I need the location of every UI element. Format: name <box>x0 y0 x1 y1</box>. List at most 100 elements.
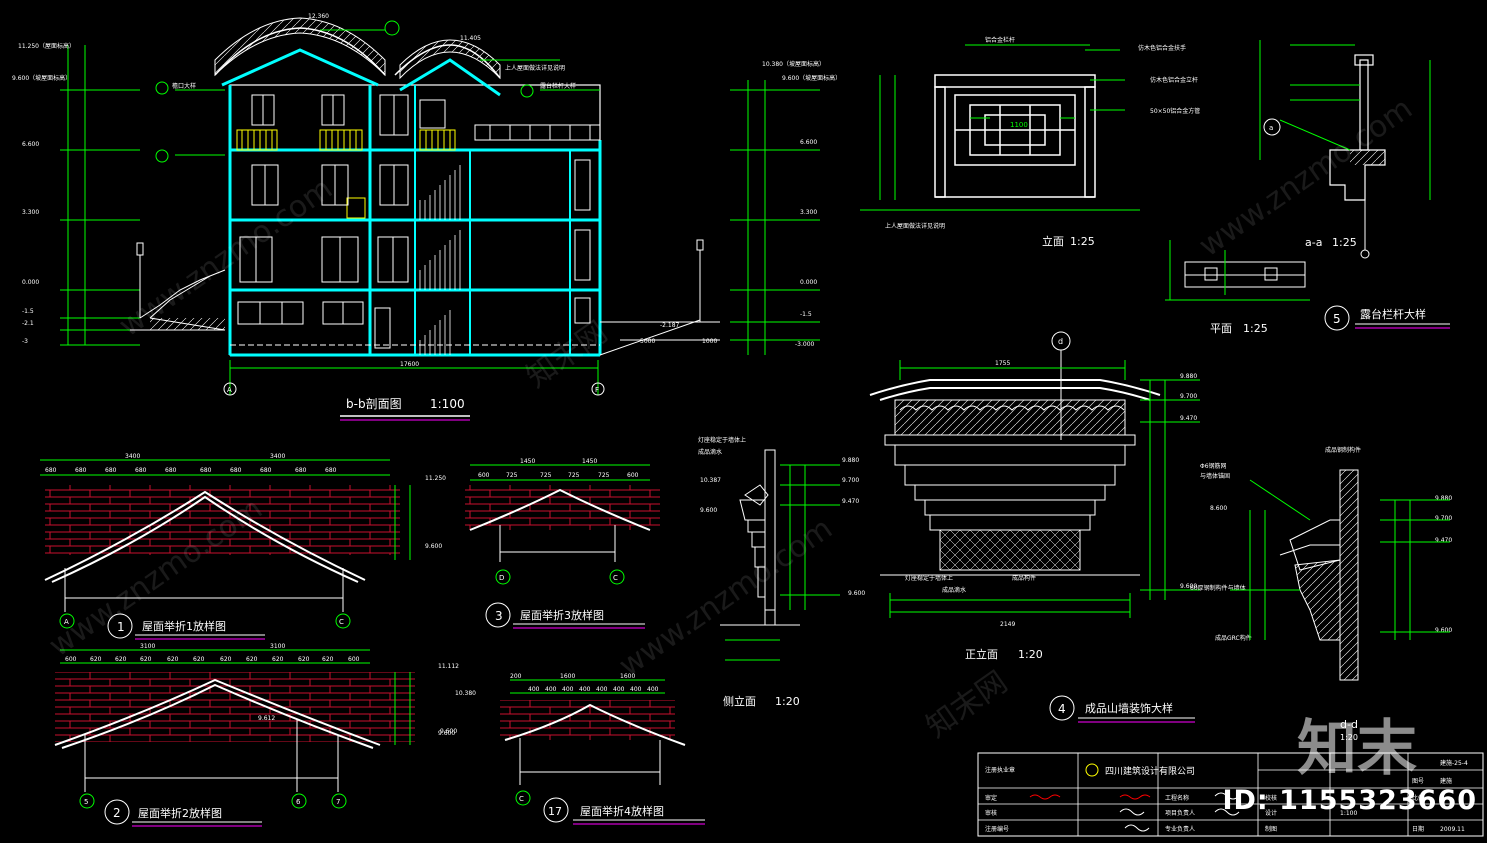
tb-project: 工程名称 <box>1165 794 1189 802</box>
railing-note-2: 仿木色铝合金扶手 <box>1138 44 1186 52</box>
roof3-dim: 725 <box>506 472 518 479</box>
bottom-dim-1: 5000 <box>640 338 655 345</box>
roof2-dim: 620 <box>90 656 102 663</box>
roof1-dim: 680 <box>260 467 272 474</box>
roof3-axis-c: C <box>613 574 618 582</box>
roof4-dim: 400 <box>630 686 642 693</box>
roof3-dim: 600 <box>627 472 639 479</box>
gable-number: 4 <box>1058 702 1066 716</box>
roof4-axis-c: C <box>519 795 524 803</box>
roof1-dim: 680 <box>200 467 212 474</box>
railing-marker: a <box>1269 124 1273 132</box>
gsec-level-2: 9.700 <box>1435 515 1452 522</box>
roof3-level-top: 10.387 <box>700 477 721 484</box>
gable-level-4: 9.600 <box>1180 583 1197 590</box>
roof4-dim: 400 <box>545 686 557 693</box>
railing-elev-title: 立面 <box>1042 234 1064 248</box>
note-roof: 上人屋面做法详见说明 <box>505 64 565 72</box>
roof2-dim: 620 <box>272 656 284 663</box>
side-elev-scale: 1:20 <box>775 695 800 708</box>
gable-dim-bottom: 2149 <box>1000 621 1015 628</box>
roof4-total-right: 1600 <box>620 673 635 680</box>
tb-regno: 注册编号 <box>985 825 1009 833</box>
company-name: 四川建筑设计有限公司 <box>1105 765 1195 777</box>
note-eave: 檐口大样 <box>172 82 196 90</box>
note-balcony: 露台栏杆大样 <box>540 82 576 90</box>
roof4-dim: 200 <box>510 673 522 680</box>
roof3-title: 屋面举折3放样图 <box>520 608 604 622</box>
side-elevation: 灯座稳定于墙体上 成品滴水 9.880 9.700 9.470 9.600 侧立… <box>698 436 865 708</box>
roof3-dim: 600 <box>478 472 490 479</box>
tb-lead: 专业负责人 <box>1165 825 1195 833</box>
roof1-dim: 680 <box>325 467 337 474</box>
level-right-6: -1.5 <box>800 311 812 318</box>
gable-title: 成品山墙装饰大样 <box>1085 701 1173 715</box>
level-left-8: -3 <box>22 338 28 345</box>
section-bb-title: b-b剖面图 <box>346 397 402 411</box>
side-note-1: 灯座稳定于墙体上 <box>698 436 746 444</box>
roof2-level-1: 11.112 <box>438 663 459 670</box>
roof2-level-3: 9.600 <box>438 730 455 737</box>
roof1-axis-c: C <box>339 618 344 626</box>
gable-note-1: 灯座稳定于墙体上 <box>905 574 953 582</box>
level-right-4: 3.300 <box>800 209 817 216</box>
roof1-total-left: 3400 <box>125 453 140 460</box>
roof4-dim: 400 <box>647 686 659 693</box>
roof3-dim: 725 <box>598 472 610 479</box>
roof4-dim: 400 <box>562 686 574 693</box>
roof4-title: 屋面举折4放样图 <box>580 804 664 818</box>
roof1-dim: 680 <box>230 467 242 474</box>
roof1-dim: 680 <box>295 467 307 474</box>
roof2-dim: 620 <box>298 656 310 663</box>
gsec-note-1: 成品钢制构件 <box>1325 446 1361 454</box>
tb-stamp: 注册执业章 <box>985 766 1015 774</box>
id-label: ID: 1155323660 <box>1222 785 1477 816</box>
roof2-dim: 620 <box>193 656 205 663</box>
roof1-total-right: 3400 <box>270 453 285 460</box>
level-left-7: -2.1 <box>22 320 34 327</box>
roof3-dim: 725 <box>540 472 552 479</box>
roof4-total-left: 1600 <box>560 673 575 680</box>
roof1-dim: 680 <box>135 467 147 474</box>
tb-scale-val: 1:100 <box>1340 810 1357 817</box>
roof-profile-3: 1450 1450 600 725 725 725 725 600 10.387… <box>465 458 721 629</box>
roof4-level-bottom: 9.600 <box>440 728 457 735</box>
railing-title: 露台栏杆大样 <box>1360 307 1426 321</box>
roof1-title: 屋面举折1放样图 <box>142 619 226 633</box>
gsec-scale: 1:20 <box>1340 733 1358 742</box>
roof2-dim: 620 <box>246 656 258 663</box>
railing-elev-scale: 1:25 <box>1070 235 1095 248</box>
bottom-dim-2: 1000 <box>702 338 717 345</box>
section-bb: 11.250（屋面标高） 9.600（坡屋面标高） 6.600 3.300 0.… <box>12 13 841 421</box>
roof1-dim: 680 <box>105 467 117 474</box>
roof1-dim: 680 <box>75 467 87 474</box>
roof2-axis-5: 5 <box>84 798 88 806</box>
gable-front-title: 正立面 <box>965 647 998 661</box>
tb-no-label: 图号 <box>1412 778 1424 785</box>
roof4-dim: 400 <box>596 686 608 693</box>
roof2-total-right: 3100 <box>270 643 285 650</box>
gable-front-scale: 1:20 <box>1018 648 1043 661</box>
gable-note-3: 成品构件 <box>1012 574 1036 582</box>
railing-elevation: 1100 铝合金栏杆 仿木色铝合金扶手 仿木色铝合金立杆 50×50铝合金方管 … <box>860 36 1200 248</box>
roof2-dim: 620 <box>220 656 232 663</box>
side-level-2: 9.700 <box>842 477 859 484</box>
axis-a-label: A <box>227 386 232 394</box>
roof2-dim: 600 <box>65 656 77 663</box>
roof4-level-top: 10.380 <box>455 690 476 697</box>
railing-note-3: 仿木色铝合金立杆 <box>1150 76 1198 84</box>
railing-note-5: 上人屋面做法详见说明 <box>885 222 945 230</box>
gsec-level-5: 8.600 <box>1210 505 1227 512</box>
roof1-dim: 680 <box>45 467 57 474</box>
roof2-dim: 620 <box>115 656 127 663</box>
roof1-dim: 680 <box>165 467 177 474</box>
roof2-number: 2 <box>113 806 121 820</box>
tb-approve: 审定 <box>985 794 997 802</box>
tb-review: 审核 <box>985 809 997 817</box>
gable-dim-top: 1755 <box>995 360 1010 367</box>
level-right-2: 9.600（坡屋面标高） <box>782 74 841 82</box>
roof-profile-4: 200 1600 1600 400 400 400 400 400 400 40… <box>440 673 705 825</box>
roof2-axis-6: 6 <box>296 798 301 806</box>
level-left-3: 6.600 <box>22 141 39 148</box>
